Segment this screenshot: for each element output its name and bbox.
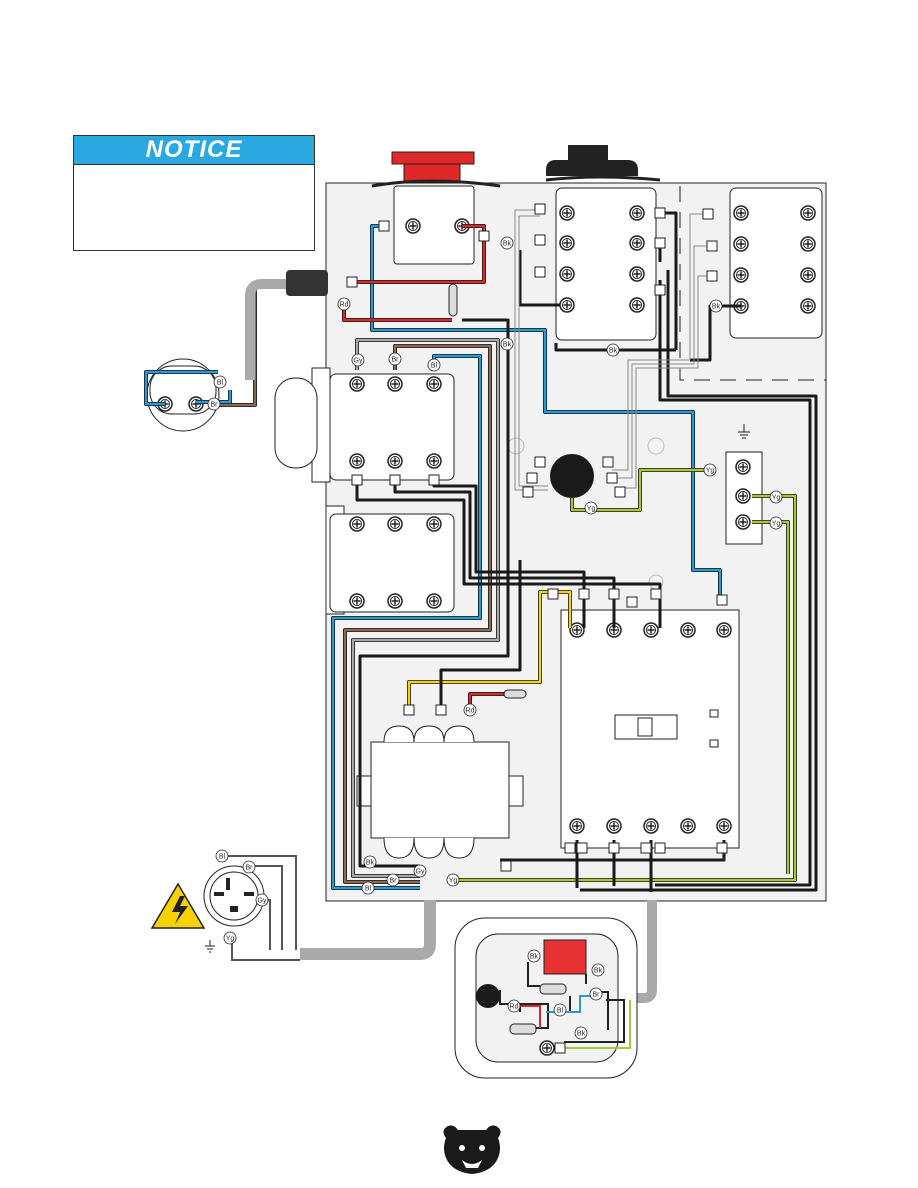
wire-label-yg: Yg: [446, 873, 460, 887]
wire-label-bk: Bk: [527, 949, 541, 963]
wire-label-text: Yg: [449, 877, 458, 884]
wire-label-br: Br: [388, 352, 402, 366]
wire-label-gy: Gy: [255, 893, 269, 907]
wire-label-bk: Bk: [500, 236, 514, 250]
wire-label-text: Bk: [530, 953, 539, 960]
wire-label-text: Yg: [587, 505, 596, 512]
wire-label-text: Br: [211, 401, 219, 408]
motor-junction: [146, 358, 220, 432]
wire-label-text: Br: [392, 356, 400, 363]
transformer: [356, 725, 524, 859]
wire-label-text: Bk: [712, 303, 721, 310]
wire-label-text: Br: [246, 864, 254, 871]
switch-block-right: [729, 187, 823, 339]
wire-label-br: Br: [207, 397, 221, 411]
notice-title: NOTICE: [145, 136, 243, 163]
wire-label-text: Rd: [340, 301, 349, 308]
wire-label-text: Bk: [594, 967, 603, 974]
wire-label-text: Rd: [466, 707, 475, 714]
wire-label-text: Bl: [431, 362, 438, 369]
wire-label-br: Br: [242, 860, 256, 874]
wire-label-text: Br: [390, 877, 398, 884]
wire-label-text: Bk: [366, 859, 375, 866]
capacitor-relay-lower: [325, 505, 455, 615]
wire-label-yg: Yg: [769, 516, 783, 530]
power-plug: [203, 865, 265, 927]
wire-label-text: Gy: [258, 897, 267, 904]
wire-label-yg: Yg: [223, 931, 237, 945]
wire-label-bk: Bk: [500, 337, 514, 351]
wire-label-text: Yg: [772, 520, 781, 527]
wire-label-bk: Bk: [606, 343, 620, 357]
wire-label-yg: Yg: [703, 463, 717, 477]
wire-label-text: Rd: [510, 1003, 519, 1010]
wire-label-yg: Yg: [769, 490, 783, 504]
wire-label-bl: Bl: [215, 849, 229, 863]
wire-label-text: Bk: [503, 240, 512, 247]
wire-label-rd: Rd: [337, 297, 351, 311]
wire-label-bk: Bk: [709, 299, 723, 313]
wire-label-bl: Bl: [427, 358, 441, 372]
wire-label-text: Yg: [772, 494, 781, 501]
wire-label-text: Gy: [416, 868, 425, 875]
wire-label-text: Bl: [365, 885, 372, 892]
wire-label-bk: Bk: [574, 1026, 588, 1040]
wire-label-text: Bl: [217, 379, 224, 386]
wire-label-rd: Rd: [507, 999, 521, 1013]
wire-label-gy: Gy: [351, 353, 365, 367]
wire-label-br: Br: [386, 873, 400, 887]
wire-label-text: Yg: [226, 935, 235, 942]
capacitor-relay-upper: [274, 367, 455, 483]
wire-label-text: Bk: [577, 1030, 586, 1037]
wire-label-bl: Bl: [361, 881, 375, 895]
emergency-stop-button: [371, 151, 501, 188]
wire-label-br: Br: [589, 987, 603, 1001]
cord-strain-relief: [286, 270, 328, 296]
rotary-switch: [550, 454, 594, 498]
wire-label-bk: Bk: [363, 855, 377, 869]
wire-label-text: Bk: [503, 341, 512, 348]
notice-box: NOTICE: [73, 135, 315, 251]
wire-label-bk: Bk: [591, 963, 605, 977]
bear-logo-icon: [443, 1125, 501, 1174]
ground-symbol-icon: [738, 424, 750, 439]
wire-label-text: Br: [593, 991, 601, 998]
wire-label-yg: Yg: [584, 501, 598, 515]
wire-label-text: Gy: [354, 357, 363, 364]
wire-label-rd: Rd: [463, 703, 477, 717]
warning-lightning-icon: [150, 882, 206, 929]
notice-header: NOTICE: [74, 136, 314, 165]
wire-label-gy: Gy: [413, 864, 427, 878]
wire-label-text: Bl: [219, 853, 226, 860]
wire-label-text: Bk: [609, 347, 618, 354]
wire-label-text: Yg: [706, 467, 715, 474]
wire-label-text: Bl: [557, 1007, 564, 1014]
wire-label-bl: Bl: [213, 375, 227, 389]
wire-label-bl: Bl: [553, 1003, 567, 1017]
